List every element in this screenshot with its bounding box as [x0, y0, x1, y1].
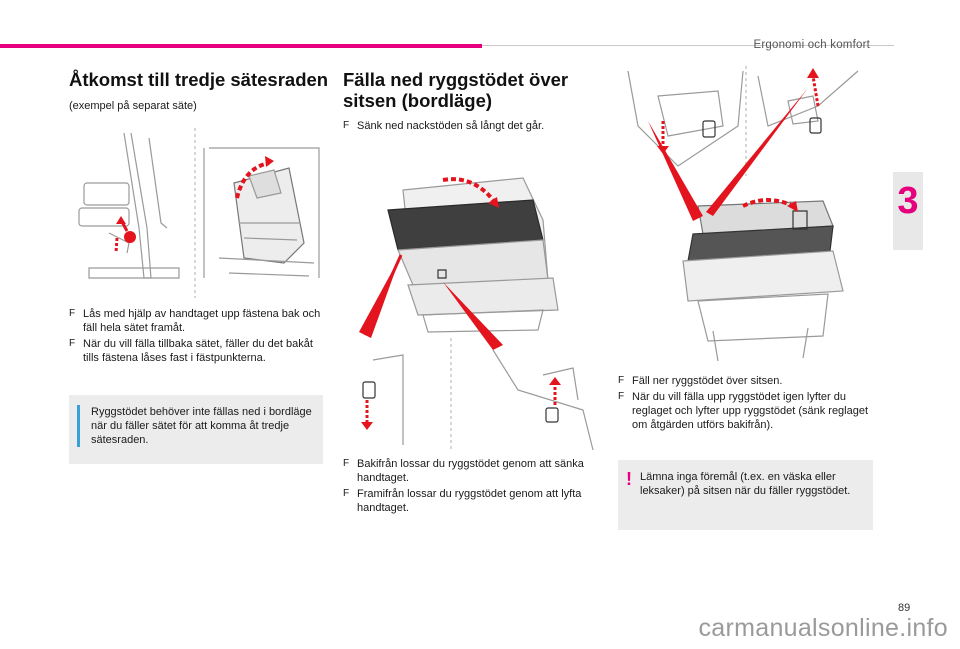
- warning-exclamation-icon: !: [626, 469, 632, 489]
- illustration-backrest-release: [343, 160, 600, 450]
- col2-title: Fälla ned ryggstödet över sitsen (bordlä…: [343, 69, 569, 111]
- section-title: Ergonomi och komfort: [753, 39, 870, 51]
- col1-caption: (exempel på separat säte): [69, 100, 197, 112]
- col1-info-note: Ryggstödet behöver inte fällas ned i bor…: [69, 395, 323, 464]
- illustration-table-mode: [618, 66, 874, 366]
- illustration-seat-fold-forward: [69, 128, 325, 298]
- col1-title: Åtkomst till tredje sätesraden: [69, 69, 329, 90]
- info-icon: [77, 405, 80, 447]
- chapter-tab: [893, 172, 923, 250]
- header-accent-bar: [0, 44, 482, 48]
- chapter-number: 3: [897, 180, 919, 222]
- col3-warning-note: ! Lämna inga föremål (t.ex. en väska ell…: [618, 460, 873, 530]
- watermark: carmanualsonline.info: [698, 614, 948, 642]
- page-number: 89: [898, 602, 911, 614]
- header-rule: [482, 45, 894, 46]
